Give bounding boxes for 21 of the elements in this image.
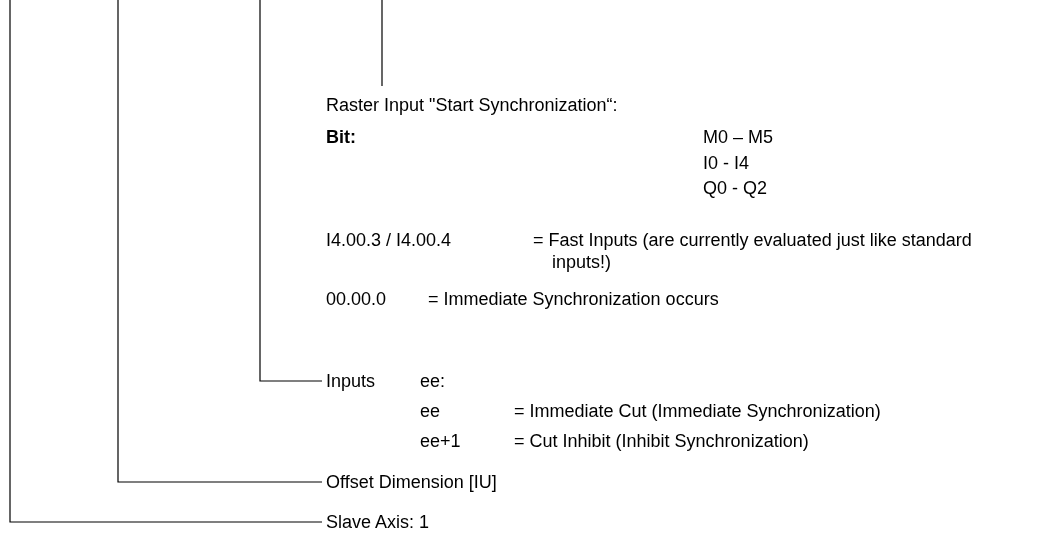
annotation-text: Slave Axis: 1	[326, 511, 430, 533]
annotation-text: ee:	[420, 370, 446, 392]
annotation-text: = Cut Inhibit (Inhibit Synchronization)	[514, 430, 809, 452]
annotation-text: ee	[420, 400, 441, 422]
leader-line	[9, 0, 323, 523]
annotation-text: Bit:	[326, 126, 356, 148]
annotation-text: = Immediate Cut (Immediate Synchronization)	[514, 400, 881, 422]
annotation-text: Offset Dimension [IU]	[326, 471, 497, 493]
annotation-text: I0 - I4	[703, 152, 750, 174]
annotation-text: Q0 - Q2	[703, 177, 768, 199]
leader-line	[117, 0, 323, 483]
annotation-text: 00.00.0	[326, 288, 387, 310]
annotation-text: ee+1	[420, 430, 461, 452]
annotation-text: I4.00.3 / I4.00.4	[326, 229, 452, 251]
annotation-text: = Fast Inputs (are currently evaluated just like standard inputs!)	[533, 229, 973, 273]
annotation-text: = Immediate Synchronization occurs	[428, 288, 719, 310]
annotation-text: M0 – M5	[703, 126, 774, 148]
leader-line	[381, 0, 383, 87]
leader-line	[259, 0, 323, 382]
annotation-text: Raster Input "Start Synchronization“:	[326, 94, 618, 116]
annotation-text: Inputs	[326, 370, 376, 392]
